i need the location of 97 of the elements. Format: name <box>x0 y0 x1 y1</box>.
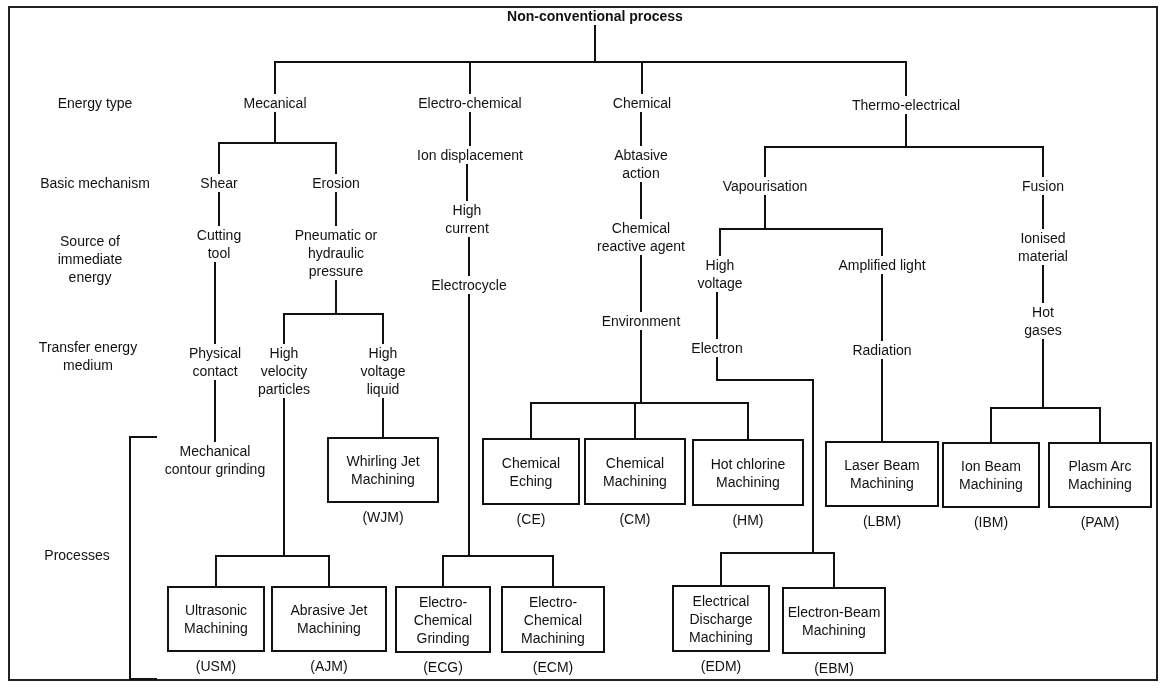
process-box <box>482 438 580 505</box>
box-text: Abrasive Jet Machining <box>289 601 369 637</box>
abbreviation: (WJM) <box>361 508 405 526</box>
abbreviation: (AJM) <box>309 657 349 675</box>
connector-line <box>214 379 216 443</box>
process-box <box>167 586 265 652</box>
connector-line <box>283 397 330 587</box>
process-box <box>672 585 770 652</box>
tree-label: Ionised material <box>1003 229 1083 265</box>
box-text: Ion Beam Machining <box>958 457 1024 493</box>
tree-label: Erosion <box>301 174 371 192</box>
tree-label: Chemical reactive agent <box>596 219 686 255</box>
abbreviation: (LBM) <box>861 512 903 530</box>
process-box <box>825 441 939 507</box>
process-box <box>1048 442 1152 508</box>
tree-label: Amplified light <box>837 256 927 274</box>
tree-label: Physical contact <box>182 344 248 380</box>
tree-label: Pneumatic or hydraulic pressure <box>281 226 391 280</box>
row-label: Transfer energy medium <box>37 338 139 374</box>
connector-line <box>640 111 642 147</box>
connector-line <box>469 111 471 147</box>
process-box <box>327 437 439 503</box>
abbreviation: (IBM) <box>972 513 1010 531</box>
connector-line <box>1042 338 1101 443</box>
abbreviation: (PAM) <box>1079 513 1121 531</box>
connector-line <box>764 194 883 257</box>
connector-line <box>881 358 883 442</box>
connector-line <box>881 273 883 342</box>
process-box <box>395 586 491 653</box>
row-label: Processes <box>43 546 111 564</box>
tree-label: High voltage liquid <box>350 344 416 398</box>
connector-line <box>716 291 718 340</box>
row-label: Basic mechanism <box>39 174 151 192</box>
tree-label: Abtasive action <box>601 146 681 182</box>
connector-line <box>468 293 554 587</box>
process-box <box>584 438 686 505</box>
process-box <box>782 587 886 654</box>
abbreviation: (USM) <box>194 657 238 675</box>
tree-label: High current <box>432 201 502 237</box>
tree-label: Electro-chemical <box>405 94 535 112</box>
connector-line <box>335 279 384 345</box>
tree-label: Shear <box>189 174 249 192</box>
abbreviation: (EBM) <box>813 659 855 677</box>
abbreviation: (CM) <box>618 510 652 528</box>
box-text: Electron-Beam Machining <box>786 602 882 639</box>
connector-line <box>640 254 642 313</box>
abbreviation: (ECG) <box>422 658 464 676</box>
tree-label: Mecanical <box>230 94 320 112</box>
connector-line <box>468 236 470 277</box>
tree-label: Environment <box>591 312 691 330</box>
box-text: Electro-Chemical Grinding <box>412 592 474 647</box>
connector-line <box>905 113 1044 178</box>
box-text: Chemical Eching <box>500 453 562 490</box>
connector-line <box>218 191 220 227</box>
box-text: Chemical Machining <box>602 453 668 490</box>
abbreviation: (CE) <box>515 510 547 528</box>
box-text: Electro-Chemical Machining <box>520 592 586 647</box>
tree-label: Vapourisation <box>710 177 820 195</box>
connector-line <box>214 261 216 345</box>
abbreviation: (ECM) <box>531 658 575 676</box>
tree-label: Fusion <box>1013 177 1073 195</box>
box-text: Plasm Arc Machining <box>1067 457 1133 493</box>
tree-label: Thermo-electrical <box>841 96 971 114</box>
tree-label: Electron <box>682 339 752 357</box>
process-box <box>271 586 387 652</box>
tree-label: Cutting tool <box>184 226 254 262</box>
connector-line <box>716 356 835 588</box>
tree-label: High voltage <box>685 256 755 292</box>
connector-line <box>640 329 749 440</box>
tree-label: Mechanical contour grinding <box>163 442 267 478</box>
box-text: Laser Beam Machining <box>843 456 921 492</box>
box-text: Hot chlorine Machining <box>709 454 787 491</box>
connector-line <box>1042 194 1044 230</box>
box-text: Ultrasonic Machining <box>183 601 249 637</box>
abbreviation: (EDM) <box>699 657 743 675</box>
tree-label: Ion displacement <box>405 146 535 164</box>
tree-label: Radiation <box>842 341 922 359</box>
connector-line <box>1042 264 1044 304</box>
connector-line <box>274 111 337 175</box>
connector-line <box>594 24 907 97</box>
connector-line <box>640 181 642 220</box>
tree-label: Hot gases <box>1018 303 1068 339</box>
connector-line <box>466 163 468 202</box>
connector-line <box>335 191 337 227</box>
process-box <box>942 442 1040 508</box>
row-label: Source of immediate energy <box>56 232 124 286</box>
abbreviation: (HM) <box>731 511 765 529</box>
tree-label: Chemical <box>602 94 682 112</box>
connector-line <box>382 397 384 438</box>
process-box <box>692 439 804 506</box>
box-text: Whirling Jet Machining <box>345 452 421 488</box>
root-heading: Non-conventional process <box>475 7 715 25</box>
row-label: Energy type <box>56 94 134 112</box>
box-text: Electrical Discharge Machining <box>688 591 754 646</box>
tree-label: High velocity particles <box>248 344 320 398</box>
process-box <box>501 586 605 653</box>
tree-label: Electrocycle <box>419 276 519 294</box>
